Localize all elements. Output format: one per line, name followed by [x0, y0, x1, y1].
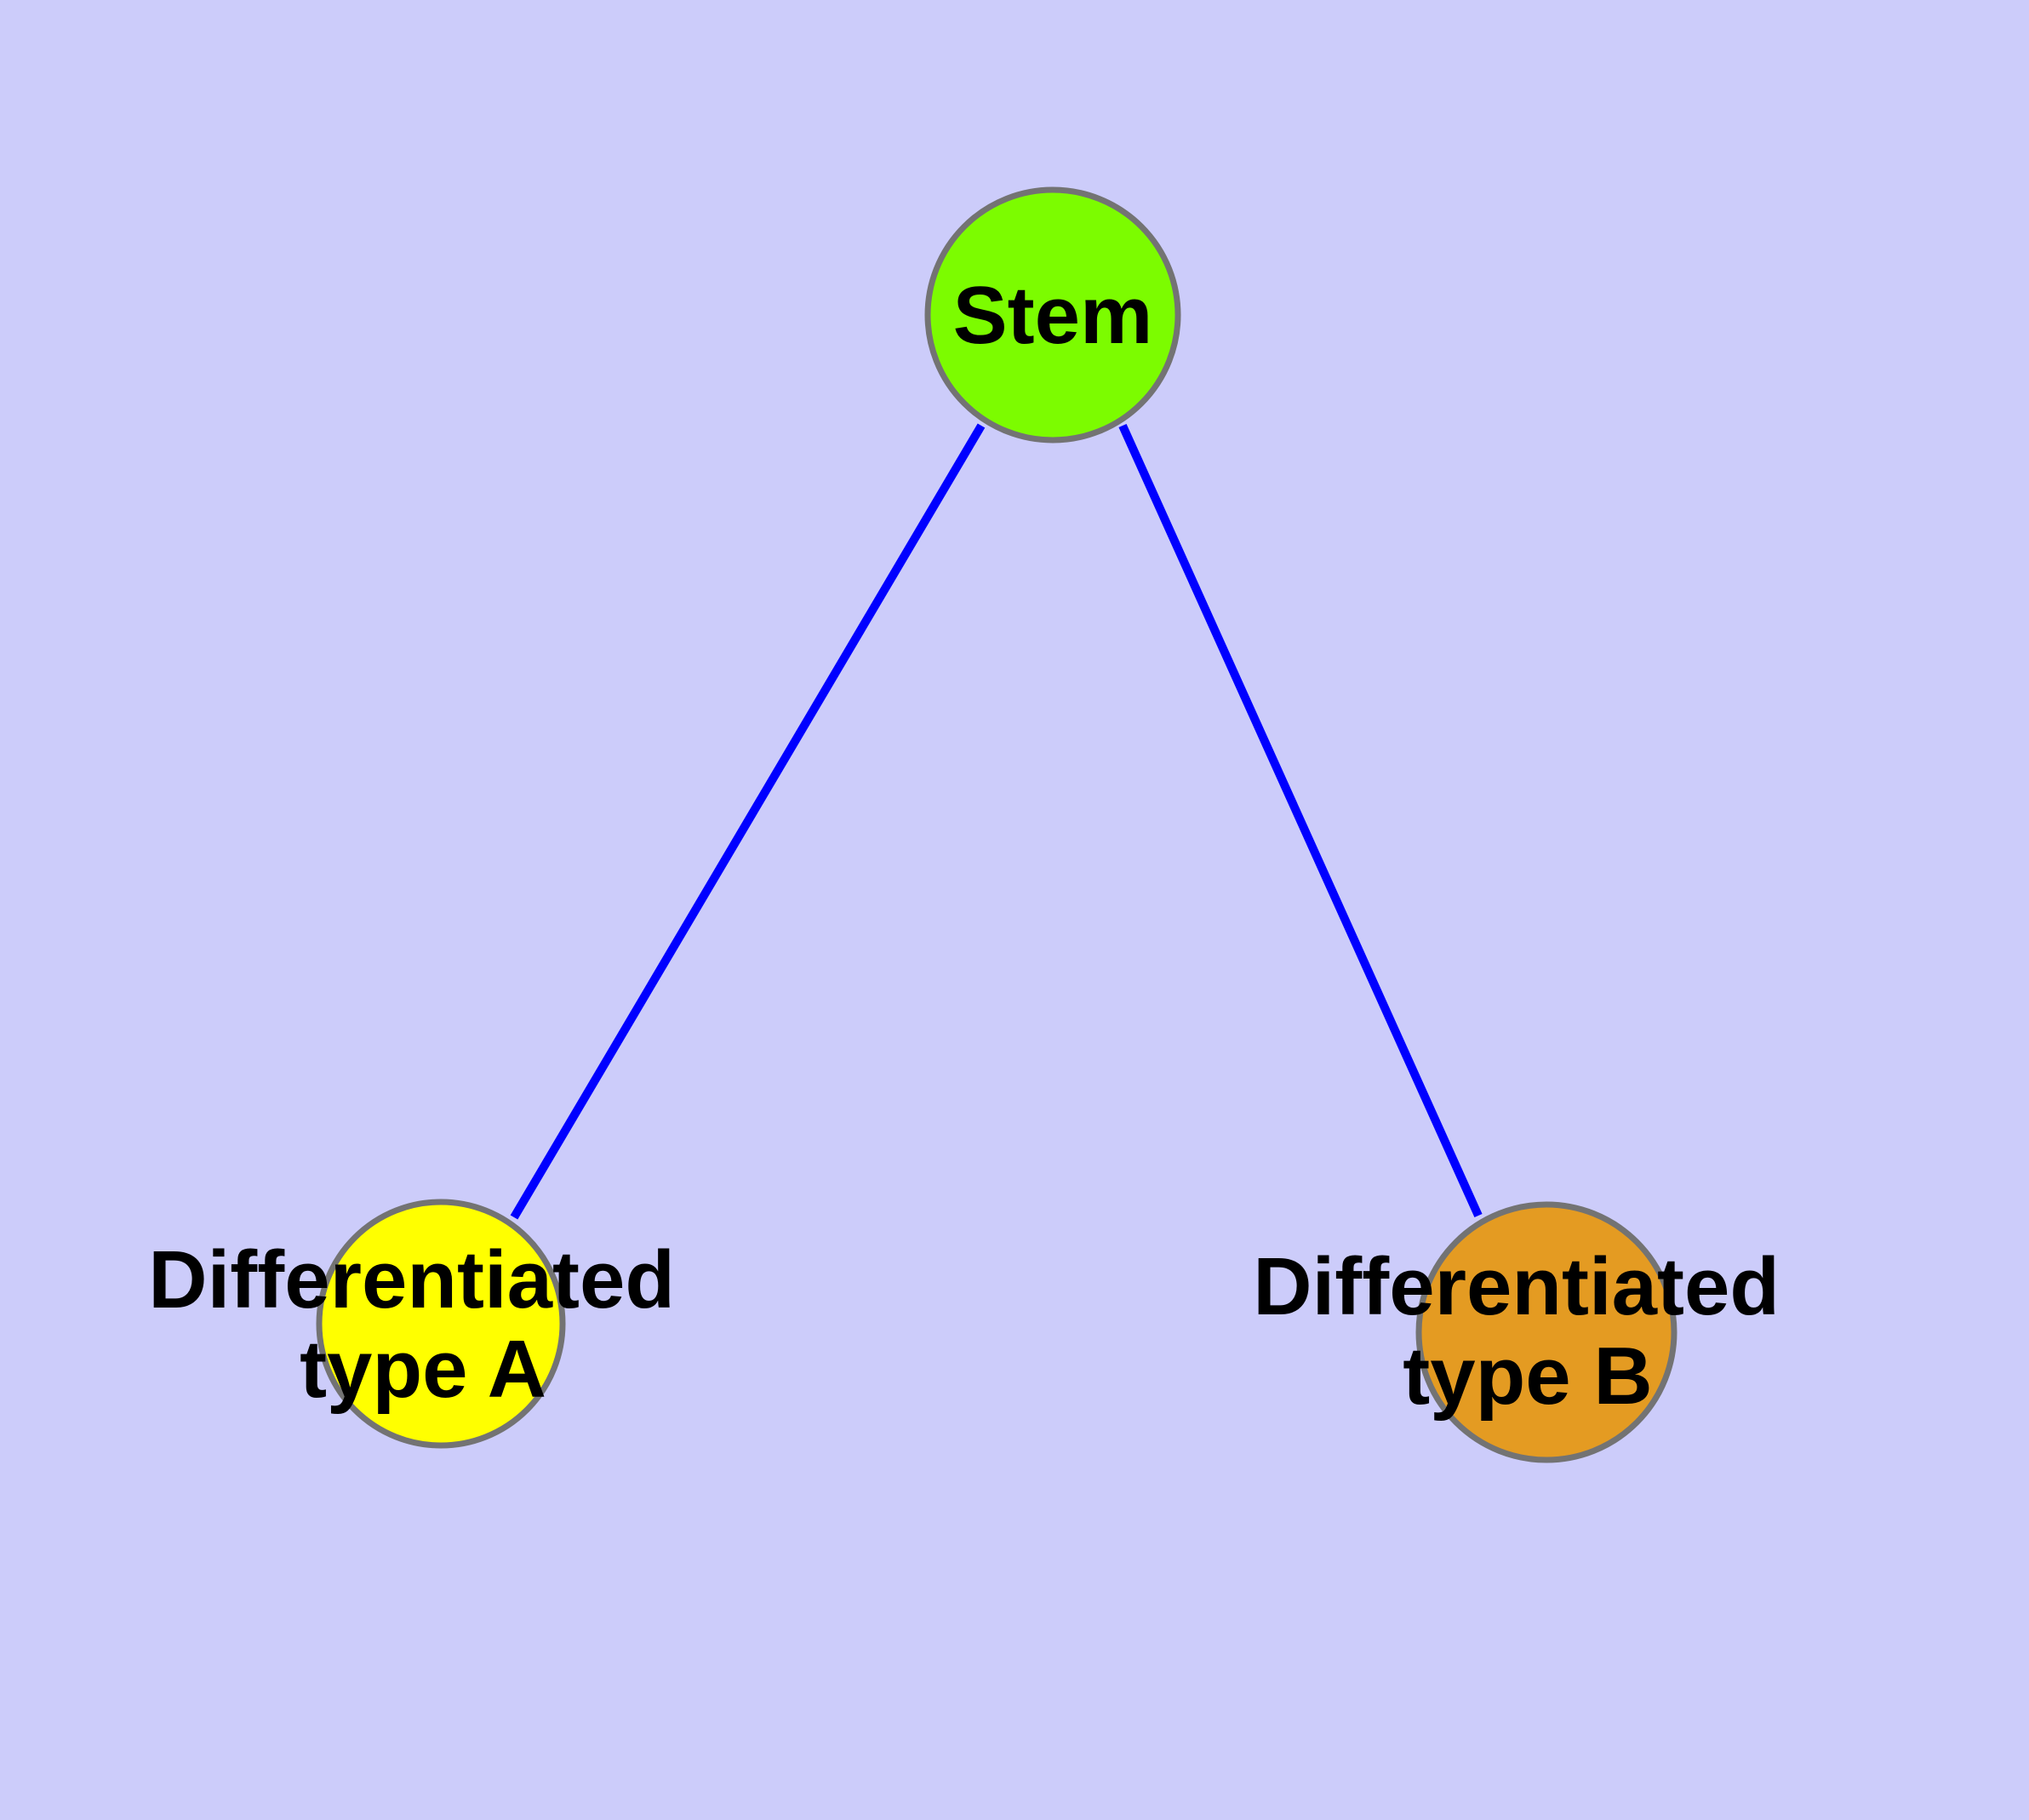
edge-stem-to-diff-b[interactable] [1118, 423, 1483, 1218]
label-layer: Stem Differentiated type A Differentiate… [148, 270, 1802, 1422]
node-stem-label-line-1: Stem [953, 270, 1153, 361]
edge-stem-to-diff-a[interactable] [510, 423, 986, 1220]
node-diff-b-label: Differentiated type B [1253, 1241, 1802, 1422]
node-diff-a-label-line-1: Differentiated [148, 1234, 675, 1325]
node-stem[interactable] [924, 186, 1181, 444]
node-stem-label: Stem [953, 270, 1153, 361]
node-diff-a-label-line-2: type A [300, 1324, 546, 1415]
node-stem-circle[interactable] [924, 186, 1181, 444]
node-diff-b-label-line-2: type B [1403, 1331, 1652, 1422]
node-diff-a-label: Differentiated type A [148, 1234, 697, 1415]
node-diff-b[interactable] [1415, 1201, 1677, 1463]
node-diff-b-label-line-1: Differentiated [1253, 1241, 1780, 1332]
node-layer [316, 186, 1677, 1463]
node-diff-a-circle[interactable] [316, 1199, 566, 1449]
edge-layer [510, 423, 1483, 1220]
node-diff-b-circle[interactable] [1415, 1201, 1677, 1463]
node-diff-a[interactable] [316, 1199, 566, 1449]
